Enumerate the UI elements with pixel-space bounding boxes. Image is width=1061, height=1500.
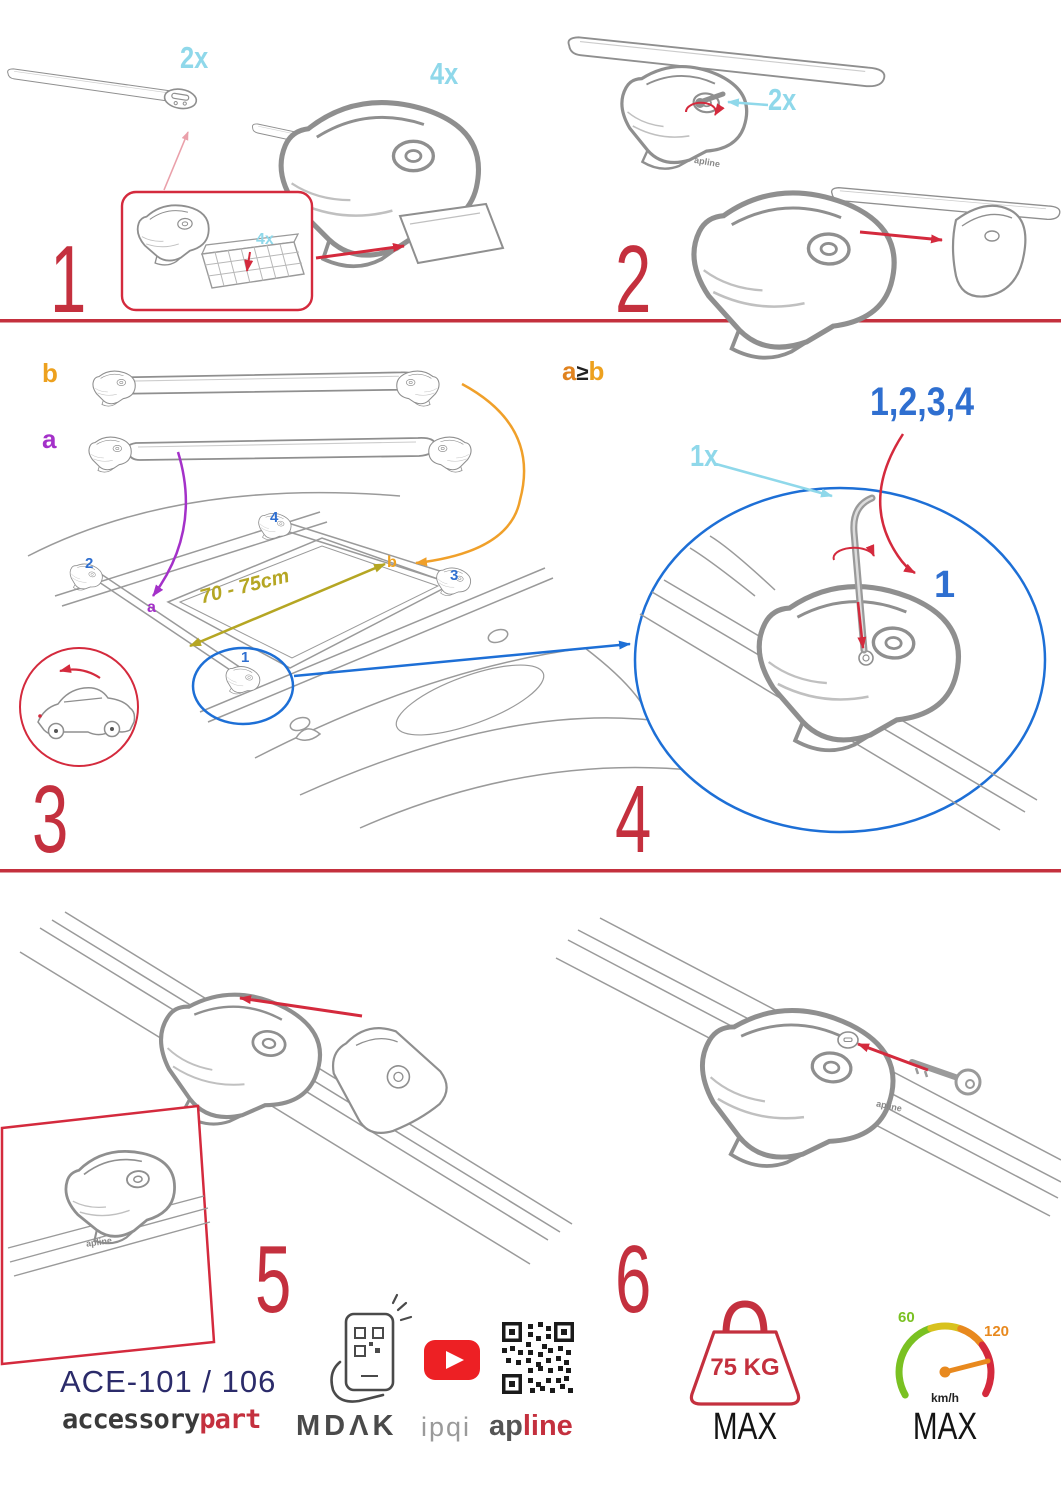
step2-key-qty: 2x — [768, 82, 797, 117]
step1-pad-qty: 4x — [256, 231, 274, 248]
keyhole — [837, 1031, 859, 1049]
weight-limit-icon — [689, 1300, 801, 1406]
logo-ap: ap — [489, 1410, 523, 1442]
youtube-icon — [424, 1340, 480, 1380]
bar-a-position-arrow — [151, 451, 188, 597]
cap-insert-arrow — [859, 230, 943, 244]
pad-to-foot-arrow — [315, 243, 405, 260]
crossbar-a-drawing — [88, 436, 472, 473]
step5-number: 5 — [255, 1226, 291, 1333]
position-4: 4 — [270, 509, 279, 526]
product-model: ACE-101 / 106 — [60, 1364, 277, 1399]
brand-part: part — [199, 1404, 261, 1435]
tighten-arrow — [856, 601, 867, 649]
bar-b-position-arrow — [415, 382, 526, 567]
sequence-arrow — [879, 433, 916, 575]
brand-accessory: accessory — [62, 1404, 200, 1435]
foot-base-bracket — [398, 202, 505, 265]
car-direction-inset — [19, 647, 139, 767]
condition-a: a — [562, 356, 577, 386]
assembled-inset — [0, 1104, 216, 1366]
rotation-arrow — [832, 544, 875, 561]
foot-assembly-drawing — [689, 188, 898, 365]
locking-foot-drawing — [689, 998, 901, 1182]
step5-drawing — [0, 911, 573, 1366]
arm-insert-arrow — [239, 995, 363, 1018]
clamp-arm-drawing — [332, 1027, 448, 1135]
section-dividers — [0, 319, 1061, 873]
key-drawing — [909, 1059, 982, 1096]
step4-number: 4 — [615, 766, 651, 873]
qty-arrow-cyan — [727, 98, 769, 108]
size-condition: a≥b — [562, 358, 604, 384]
position-3: 3 — [450, 567, 459, 584]
bar-b-label: b — [42, 358, 58, 388]
max-speed-label: MAX — [912, 1406, 978, 1448]
condition-b: b — [588, 356, 605, 386]
step1-foot-qty: 4x — [430, 56, 459, 91]
qr-code — [502, 1322, 574, 1394]
end-cap-drawing — [951, 204, 1027, 298]
crossbar-end-drawing — [5, 64, 198, 110]
foot-clamp-drawing — [250, 103, 505, 267]
locked-foot-drawing — [613, 58, 753, 179]
logo-apline: apline — [489, 1412, 573, 1441]
step6-drawing — [555, 917, 1061, 1217]
max-weight-label: MAX — [712, 1406, 778, 1448]
key-qty-arrow — [715, 462, 833, 498]
speed-unit-label: km/h — [930, 1391, 960, 1405]
key-insert-arrow — [857, 1042, 929, 1072]
brand-wordmark: accessorypart — [62, 1404, 261, 1435]
footer-icons — [330, 1293, 995, 1406]
position-a: a — [147, 599, 156, 616]
logo-line: line — [522, 1410, 573, 1442]
speedometer-icon — [895, 1322, 995, 1399]
tighten-sequence: 1,2,3,4 — [870, 380, 974, 424]
speedometer-needle — [942, 1358, 991, 1375]
detail-highlight-circle — [191, 646, 295, 726]
logo-mdak: MDΛK — [296, 1410, 398, 1442]
step2-number: 2 — [615, 226, 651, 333]
step6-number: 6 — [615, 1226, 651, 1333]
speed-60-label: 60 — [898, 1309, 915, 1326]
logo-ipqi: ipqi — [421, 1412, 472, 1442]
position-2: 2 — [85, 555, 94, 572]
sequence-start: 1 — [934, 564, 956, 606]
step1-drawing — [5, 64, 505, 312]
position-b: b — [387, 554, 397, 571]
condition-operator: ≥ — [576, 360, 589, 385]
crossbar-b-drawing — [92, 370, 440, 407]
step4-drawing — [633, 433, 1047, 834]
step1-bar-qty: 2x — [180, 40, 209, 75]
bolt-head — [858, 650, 874, 666]
speed-120-label: 120 — [984, 1323, 1010, 1340]
leader-arrow-pink — [163, 131, 189, 191]
phone-qr-scan-icon — [330, 1293, 413, 1403]
travel-direction-arrow — [59, 664, 101, 679]
detail-zoom-arrow — [293, 640, 631, 678]
bar-a-label: a — [42, 424, 57, 454]
step2-drawing — [566, 29, 1061, 365]
rubber-pad-inset — [120, 190, 314, 312]
step4-key-qty: 1x — [690, 438, 719, 473]
position-1: 1 — [241, 649, 250, 666]
distance-arrow — [189, 562, 386, 648]
step1-number: 1 — [50, 226, 86, 333]
lock-key-detail — [684, 91, 726, 116]
step3-number: 3 — [32, 766, 68, 873]
max-weight-value: 75 KG — [710, 1354, 780, 1381]
